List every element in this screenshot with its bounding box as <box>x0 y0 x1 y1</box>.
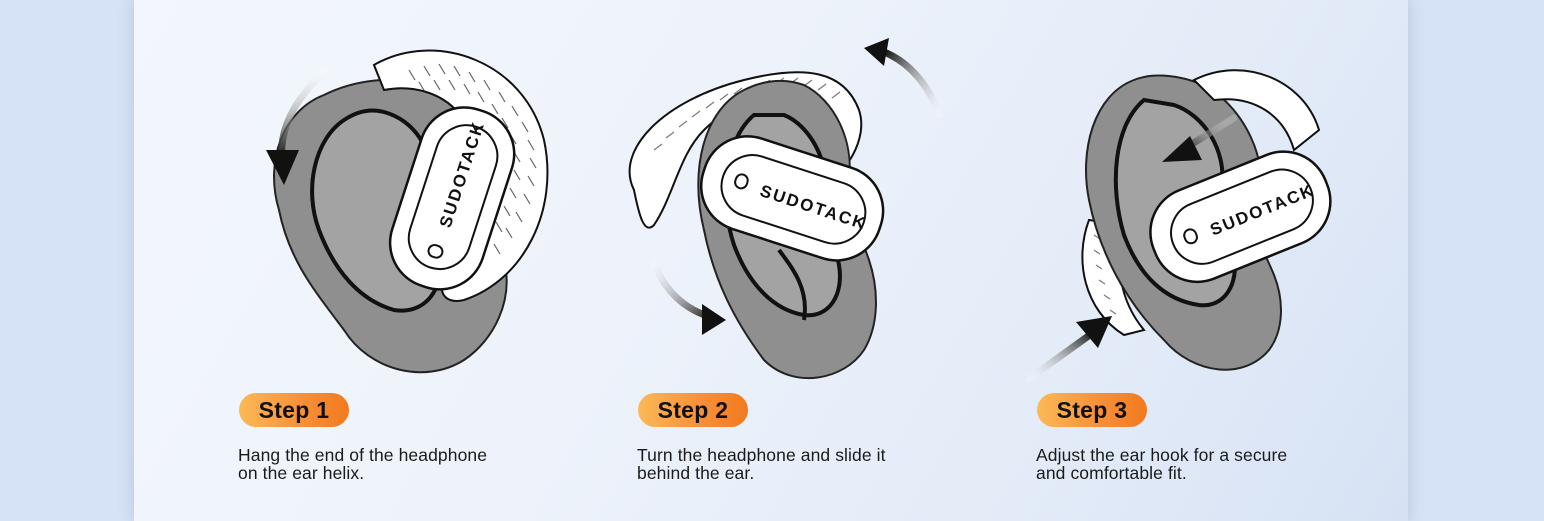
rotate-arrow-icon <box>880 48 943 119</box>
step-3: SUDOTACK Step 3 Adjust the ear hook for … <box>994 0 1394 521</box>
step-1: SUDOTACK Step 1 Hang the end of the head… <box>194 0 594 521</box>
step-2-line-2: behind the ear. <box>637 463 755 483</box>
step-3-description: Adjust the ear hook for a secure and com… <box>1036 446 1356 482</box>
step-2-description: Turn the headphone and slide it behind t… <box>637 446 957 482</box>
push-arrow-icon <box>1026 328 1098 382</box>
step-3-badge: Step 3 <box>1037 393 1147 427</box>
step-1-description: Hang the end of the headphone on the ear… <box>238 446 558 482</box>
step-3-line-1: Adjust the ear hook for a secure <box>1036 445 1288 465</box>
left-margin <box>0 0 134 521</box>
step-2-line-1: Turn the headphone and slide it <box>637 445 886 465</box>
right-margin <box>1408 0 1544 521</box>
step-3-line-2: and comfortable fit. <box>1036 463 1187 483</box>
step-1-line-1: Hang the end of the headphone <box>238 445 488 465</box>
step-1-illustration: SUDOTACK <box>266 49 549 374</box>
step-1-badge: Step 1 <box>239 393 349 427</box>
step-2-badge: Step 2 <box>638 393 748 427</box>
step-1-line-2: on the ear helix. <box>238 463 365 483</box>
step-3-illustration: SUDOTACK <box>1026 69 1332 382</box>
step-2-illustration: SUDOTACK <box>628 38 943 380</box>
step-2: SUDOTACK Step 2 Turn the headphone and s… <box>594 0 994 521</box>
instruction-panel: SUDOTACK Step 1 Hang the end of the head… <box>134 0 1408 521</box>
